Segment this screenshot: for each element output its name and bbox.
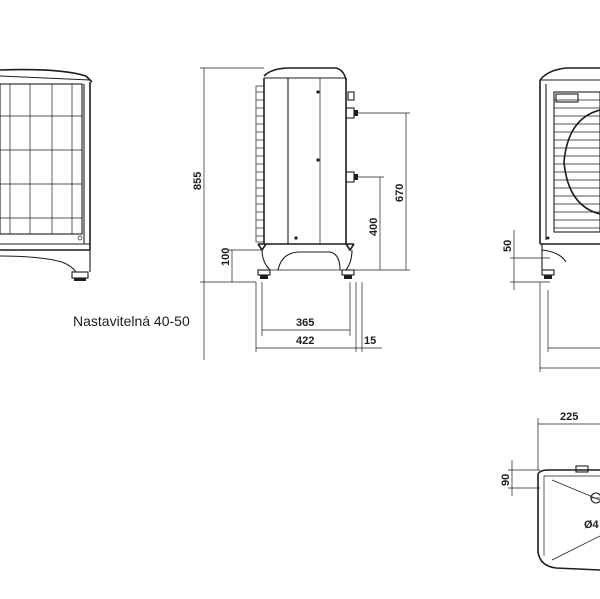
dim-225-label: 225	[560, 411, 578, 423]
fan-grille-hatch	[554, 99, 600, 229]
side-dimensions: 855 100 670 400 365 422 15	[192, 67, 410, 360]
dim-855-label: 855	[192, 172, 204, 190]
dim-90-label: 90	[500, 474, 512, 486]
dim-15-label: 15	[364, 335, 376, 347]
dim-365-label: 365	[296, 317, 314, 329]
rear-view	[539, 67, 600, 279]
upper-connector	[345, 91, 358, 119]
dim-diameter-label: Ø4	[584, 519, 600, 531]
lower-connector	[345, 171, 358, 183]
side-grille	[255, 85, 265, 243]
side-view	[255, 67, 358, 279]
nameplate	[555, 93, 579, 103]
dim-100-label: 100	[220, 248, 232, 266]
top-view: 225 90 Ø4	[500, 411, 600, 571]
adjustable-note: Nastavitelná 40-50	[73, 313, 190, 329]
fan-circle	[563, 109, 600, 215]
dim-670-label: 670	[394, 184, 406, 202]
dim-422-label: 422	[296, 335, 314, 347]
rear-dimensions: 50	[502, 230, 600, 372]
dim-50-label: 50	[502, 240, 514, 252]
dim-400-label: 400	[368, 218, 380, 236]
front-view	[0, 68, 93, 281]
fan-grille	[553, 91, 600, 233]
